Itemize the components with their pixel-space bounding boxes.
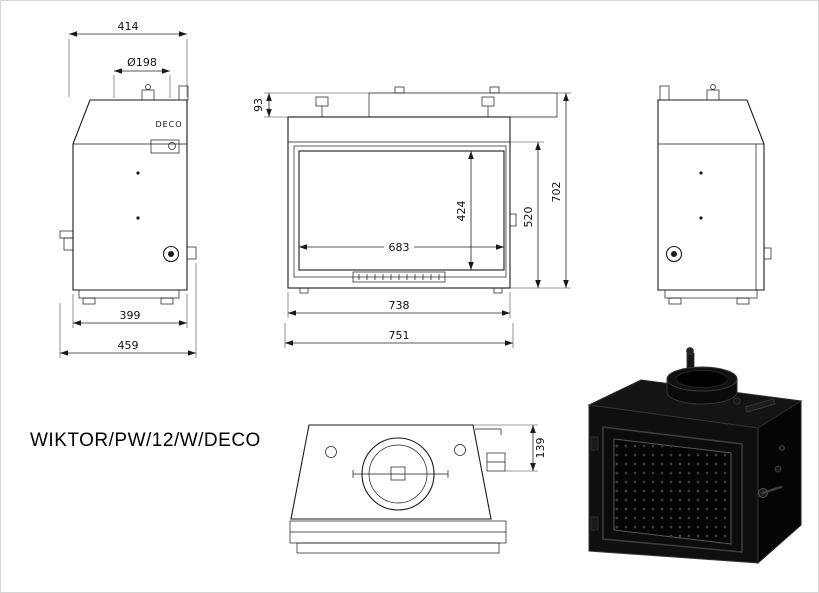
render-top-lever xyxy=(744,398,776,413)
dim-front-firebox-height: 520 xyxy=(522,207,535,228)
dim-side-total-depth: 459 xyxy=(118,339,139,352)
front-view-drawing: 93 424 520 702 683 738 751 xyxy=(252,86,571,348)
deco-logo-label: DECO xyxy=(155,120,182,129)
right-knob xyxy=(665,245,683,263)
dim-plan-rear-bracket-depth: 139 xyxy=(534,438,547,459)
dim-front-glass-height: 424 xyxy=(455,201,468,222)
dim-side-flue-diameter: Ø198 xyxy=(127,56,157,69)
dim-front-top-section-height: 93 xyxy=(252,98,265,112)
top-view-drawing: 139 xyxy=(289,424,547,554)
product-render-3d xyxy=(587,347,803,565)
side-knob xyxy=(162,245,180,263)
side-view-drawing: 414 Ø198 DECO 399 459 xyxy=(59,20,197,358)
front-body-outline xyxy=(287,116,511,289)
plan-body-outline xyxy=(290,424,492,520)
render-side-face xyxy=(757,400,802,565)
product-model-title: WIKTOR/PW/12/W/DECO xyxy=(30,430,261,451)
dim-front-body-width: 738 xyxy=(389,299,410,312)
right-side-view-drawing xyxy=(657,84,772,305)
dim-front-total-width: 751 xyxy=(389,329,410,342)
dim-front-glass-width: 683 xyxy=(389,241,410,254)
dim-front-total-height: 702 xyxy=(550,182,563,203)
side-valve-icon xyxy=(145,84,151,90)
right-body-outline xyxy=(657,99,765,291)
dim-side-top-width: 414 xyxy=(118,20,139,33)
front-air-grille xyxy=(352,271,446,283)
render-firebox-texture xyxy=(614,439,731,544)
dim-side-body-depth: 399 xyxy=(120,309,141,322)
front-glass-opening xyxy=(298,150,505,271)
side-body-outline xyxy=(72,99,188,291)
